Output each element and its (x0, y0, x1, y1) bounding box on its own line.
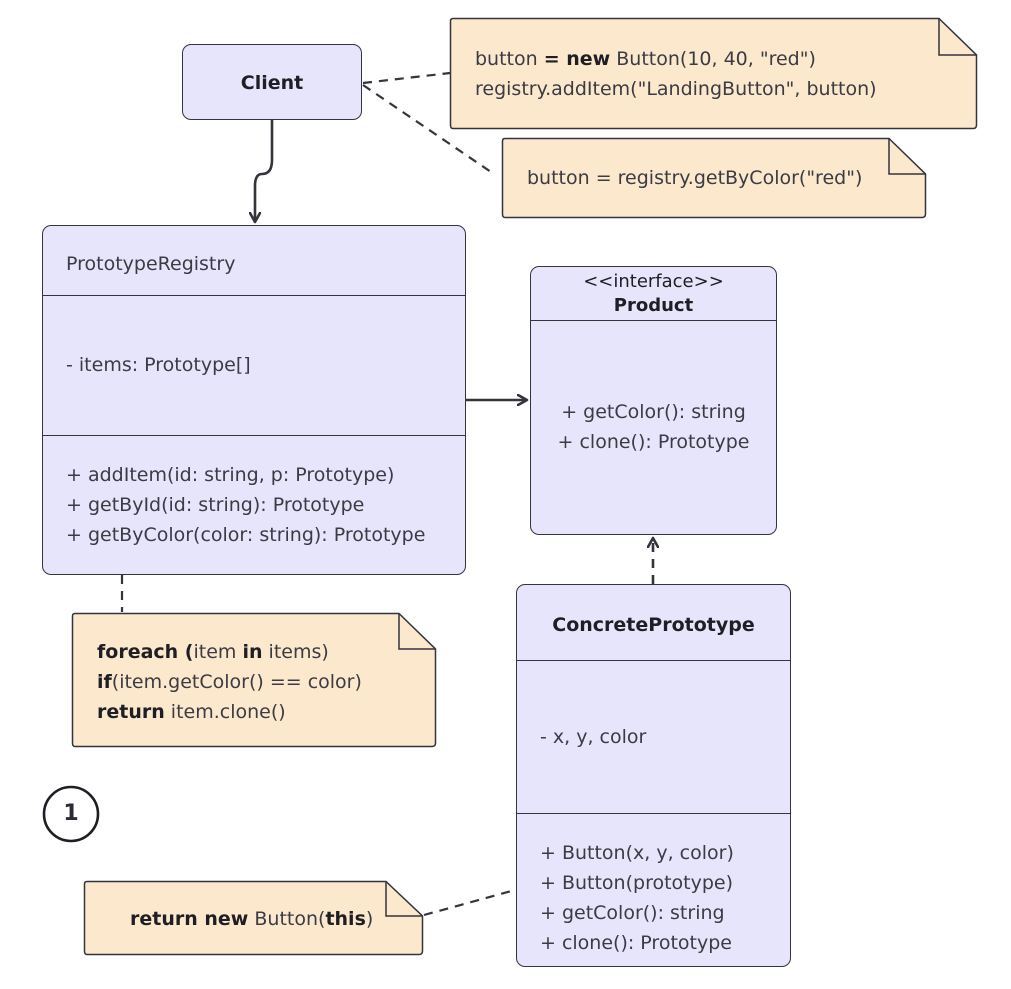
note-get-line1: button = registry.getByColor("red") (527, 167, 863, 189)
note-foreach-line3: return item.clone() (97, 701, 286, 723)
client-note-create-link (362, 71, 451, 85)
note-shape (83, 880, 424, 956)
product-interface[interactable]: <<interface>> Product + getColor(): stri… (530, 266, 777, 535)
step-badge-circle (42, 785, 100, 843)
product-interface-name: Product (613, 295, 694, 316)
step-badge: 1 (63, 801, 79, 826)
concrete-method: + Button(x, y, color) (540, 842, 734, 864)
registry-fields-section: - items: Prototype[] (43, 295, 465, 435)
client-to-registry-arrow (255, 120, 274, 222)
concrete-note-clone-link (423, 888, 516, 917)
concrete-method: + Button(prototype) (540, 872, 734, 894)
note-create-line2: registry.addItem("LandingButton", button… (475, 78, 877, 100)
note-create-line1: button = new Button(10, 40, "red") (475, 48, 816, 70)
product-methods-section: + getColor(): string + clone(): Prototyp… (531, 320, 776, 534)
client-class[interactable]: Client (182, 44, 362, 120)
note-foreach-line1: foreach (item in items) (97, 641, 329, 663)
concrete-field: - x, y, color (540, 726, 647, 748)
client-note-get-link (362, 84, 495, 175)
product-method: + clone(): Prototype (557, 431, 750, 453)
registry-field: - items: Prototype[] (66, 354, 251, 376)
registry-method: + getByColor(color: string): Prototype (66, 524, 426, 546)
product-stereotype: <<interface>> (583, 271, 724, 292)
concrete-class-name: ConcretePrototype (552, 614, 755, 636)
registry-methods-section: + addItem(id: string, p: Prototype) + ge… (43, 435, 465, 574)
note-shape (71, 612, 437, 748)
note-foreach-items: foreach (item in items) if(item.getColor… (71, 612, 438, 748)
product-method: + getColor(): string (561, 401, 746, 423)
note-create-button: button = new Button(10, 40, "red") regis… (449, 17, 979, 131)
concrete-method: + clone(): Prototype (540, 932, 732, 954)
concrete-prototype-class[interactable]: ConcretePrototype - x, y, color + Button… (516, 584, 791, 967)
registry-method: + getById(id: string): Prototype (66, 494, 365, 516)
prototype-registry-class[interactable]: PrototypeRegistry - items: Prototype[] +… (42, 225, 466, 575)
note-return-new-button: return new Button(this) (83, 880, 425, 956)
note-shape (449, 17, 978, 130)
note-shape (501, 137, 927, 219)
registry-class-name: PrototypeRegistry (66, 253, 236, 275)
note-get-by-color: button = registry.getByColor("red") (501, 137, 928, 219)
note-foreach-line2: if(item.getColor() == color) (97, 671, 362, 693)
registry-method: + addItem(id: string, p: Prototype) (66, 464, 395, 486)
concrete-fields-section: - x, y, color (517, 660, 790, 813)
client-class-name: Client (240, 72, 304, 94)
concrete-method: + getColor(): string (540, 902, 725, 924)
note-clone-line1: return new Button(this) (130, 908, 374, 930)
concrete-methods-section: + Button(x, y, color) + Button(prototype… (517, 813, 790, 966)
